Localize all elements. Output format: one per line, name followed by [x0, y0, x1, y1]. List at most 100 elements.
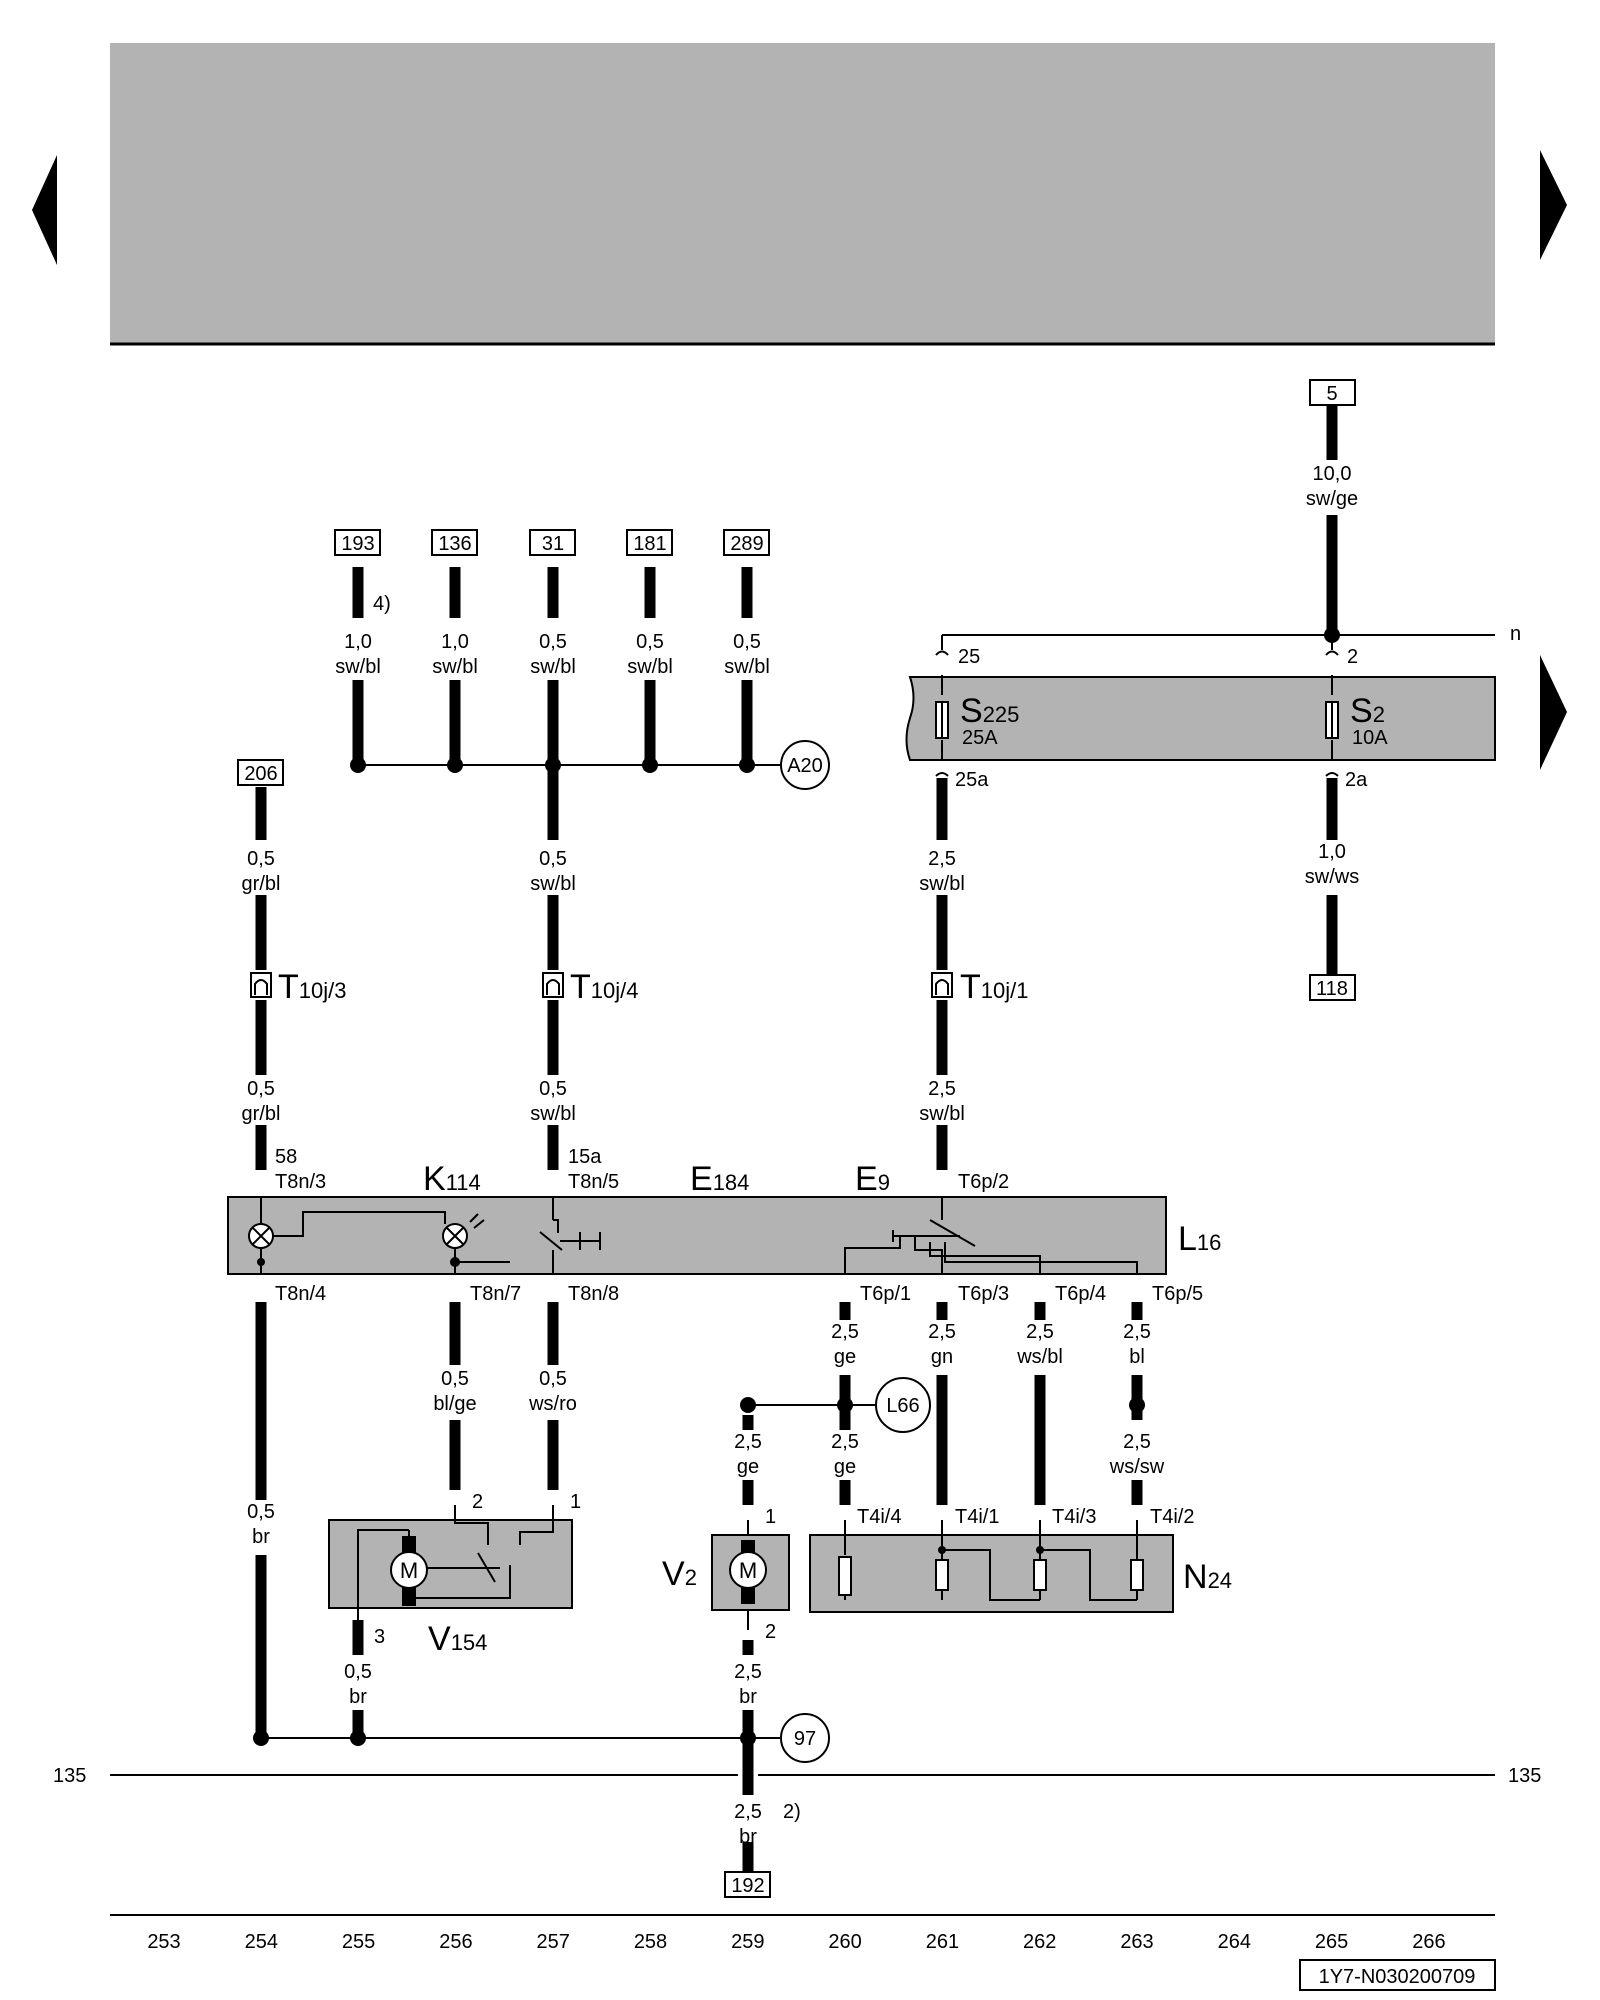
w193-size: 1,0 [344, 631, 372, 653]
w289-color: sw/bl [724, 656, 770, 678]
junction-97: 97 [794, 1728, 816, 1750]
ref-118: 118 [1316, 978, 1348, 1000]
w259c-color: br [739, 1826, 757, 1848]
w260b-color: ge [834, 1456, 856, 1478]
comp-l16: L16 [1178, 1220, 1221, 1258]
wire-ref-boxes [237, 379, 1496, 1991]
pin-t6p2: T6p/2 [958, 1171, 1009, 1193]
pin-25: 25 [958, 646, 980, 668]
comp-v2: V2 [662, 1555, 697, 1593]
w257-size: 0,5 [539, 1368, 567, 1390]
track-number: 265 [1315, 1931, 1348, 1953]
comp-n24: N24 [1183, 1558, 1232, 1596]
ref-193: 193 [341, 533, 374, 555]
junction-a20: A20 [787, 755, 823, 777]
comp-e184: E184 [690, 1160, 749, 1198]
w260-size: 2,5 [831, 1321, 859, 1343]
w263b-size: 2,5 [1123, 1431, 1151, 1453]
w136-size: 1,0 [441, 631, 469, 653]
w263-size: 2,5 [1123, 1321, 1151, 1343]
w2a-color: sw/ws [1305, 866, 1359, 888]
pin-v2-1: 1 [765, 1506, 776, 1528]
w260b-size: 2,5 [831, 1431, 859, 1453]
comp-s225: S225 [960, 692, 1019, 730]
wA-color: sw/bl [530, 873, 576, 895]
thick-wires [255, 405, 1338, 1872]
w25a-size: 2,5 [928, 848, 956, 870]
pin-t4i1: T4i/1 [955, 1506, 999, 1528]
resistor-icons [838, 1556, 1144, 1596]
next-section-arrow-icon[interactable] [1540, 655, 1567, 770]
pin-t4i2: T4i/2 [1150, 1506, 1194, 1528]
wAb-size: 0,5 [539, 1078, 567, 1100]
pin-t8n7: T8n/7 [470, 1283, 521, 1305]
pin-t8n5: T8n/5 [568, 1171, 619, 1193]
motor-v154-box [328, 1519, 573, 1609]
w31-size: 0,5 [539, 631, 567, 653]
comp-e9: E9 [855, 1160, 890, 1198]
wA-size: 0,5 [539, 848, 567, 870]
motor-icons [390, 1536, 767, 1606]
component-labels: S225 S2 T10j/3 T10j/4 T10j/1 K114 E184 E… [278, 692, 1385, 1658]
w263-color: bl [1129, 1346, 1145, 1368]
pin-25a: 25a [955, 769, 989, 791]
junction-dots [253, 627, 1340, 1746]
track-number: 259 [731, 1931, 764, 1953]
ref-texts: 5 193 136 31 181 289 206 118 192 1Y7-N03… [244, 383, 1475, 1988]
pin-2a: 2a [1345, 769, 1368, 791]
w261-color: gn [931, 1346, 953, 1368]
w256-color: bl/ge [433, 1393, 476, 1415]
ref-181: 181 [633, 533, 666, 555]
w206b-size: 0,5 [247, 1078, 275, 1100]
w25b-color: sw/bl [919, 1103, 965, 1125]
motor-v2-m: M [739, 1558, 757, 1583]
w260-color: ge [834, 1346, 856, 1368]
pin-58: 58 [275, 1146, 297, 1168]
ref-5: 5 [1326, 383, 1337, 405]
fuse-s225-amp: 25A [962, 727, 998, 749]
ref-206: 206 [244, 763, 277, 785]
next-page-arrow-icon[interactable] [1540, 150, 1567, 260]
wAb-color: sw/bl [530, 1103, 576, 1125]
pin-v2-2: 2 [765, 1621, 776, 1643]
pin-t6p3: T6p/3 [958, 1283, 1009, 1305]
lamp-crosses [252, 1213, 485, 1245]
pin-t4i3: T4i/3 [1052, 1506, 1096, 1528]
track-number: 256 [439, 1931, 472, 1953]
w255-color: br [349, 1686, 367, 1708]
ground-bus-left: 135 [53, 1765, 86, 1787]
w259c-size: 2,5 [734, 1801, 762, 1823]
w206-color: gr/bl [242, 873, 281, 895]
prev-page-arrow-icon[interactable] [32, 155, 57, 265]
ref-289: 289 [730, 533, 763, 555]
ref-136: 136 [438, 533, 471, 555]
terminal-marks [935, 650, 1339, 777]
fuse-panel [905, 676, 1496, 761]
wire-size-labels: 10,0 sw/ge 1,0 sw/bl 1,0 sw/bl 0,5 sw/bl… [242, 463, 1360, 1848]
header-panel [110, 43, 1495, 343]
track-number: 262 [1023, 1931, 1056, 1953]
w289-size: 0,5 [733, 631, 761, 653]
w254-color: br [252, 1526, 270, 1548]
comp-v154: V154 [428, 1620, 487, 1658]
w25a-color: sw/bl [919, 873, 965, 895]
w259-color: ge [737, 1456, 759, 1478]
w257-color: ws/ro [528, 1393, 577, 1415]
track-number: 257 [537, 1931, 570, 1953]
pin-v154-3: 3 [374, 1626, 385, 1648]
pin-t8n3: T8n/3 [275, 1171, 326, 1193]
w262-color: ws/bl [1016, 1346, 1063, 1368]
note-2: 2) [783, 1801, 801, 1823]
w2a-size: 1,0 [1318, 841, 1346, 863]
track-number: 260 [828, 1931, 861, 1953]
w10-color: sw/ge [1306, 488, 1358, 510]
w255-size: 0,5 [344, 1661, 372, 1683]
ground-bus-right: 135 [1508, 1765, 1541, 1787]
ref-192: 192 [731, 1875, 764, 1897]
comp-k114: K114 [423, 1160, 481, 1198]
track-number: 261 [926, 1931, 959, 1953]
w181-color: sw/bl [627, 656, 673, 678]
pin-t4i4: T4i/4 [857, 1506, 901, 1528]
track-number: 254 [245, 1931, 278, 1953]
